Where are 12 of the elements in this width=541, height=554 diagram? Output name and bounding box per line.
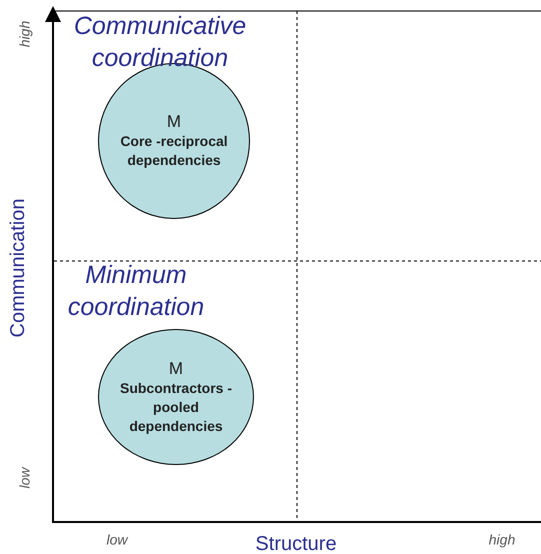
tick-label: high [16,20,34,48]
tick-label: low [16,468,34,488]
axis-title: Structure [255,532,337,554]
node-description: Core -reciprocal dependencies [119,132,229,170]
node-letter: M [168,358,184,378]
tick-label: high [488,530,516,550]
node-description: Subcontractors -pooled dependencies [118,378,233,436]
tick-label: low [106,530,128,550]
quadrant-title: Minimum coordination [66,260,206,323]
quadrant-title: Communicative coordination [72,11,248,74]
axis-title: Communication [6,198,30,338]
node-letter: M [166,112,182,132]
